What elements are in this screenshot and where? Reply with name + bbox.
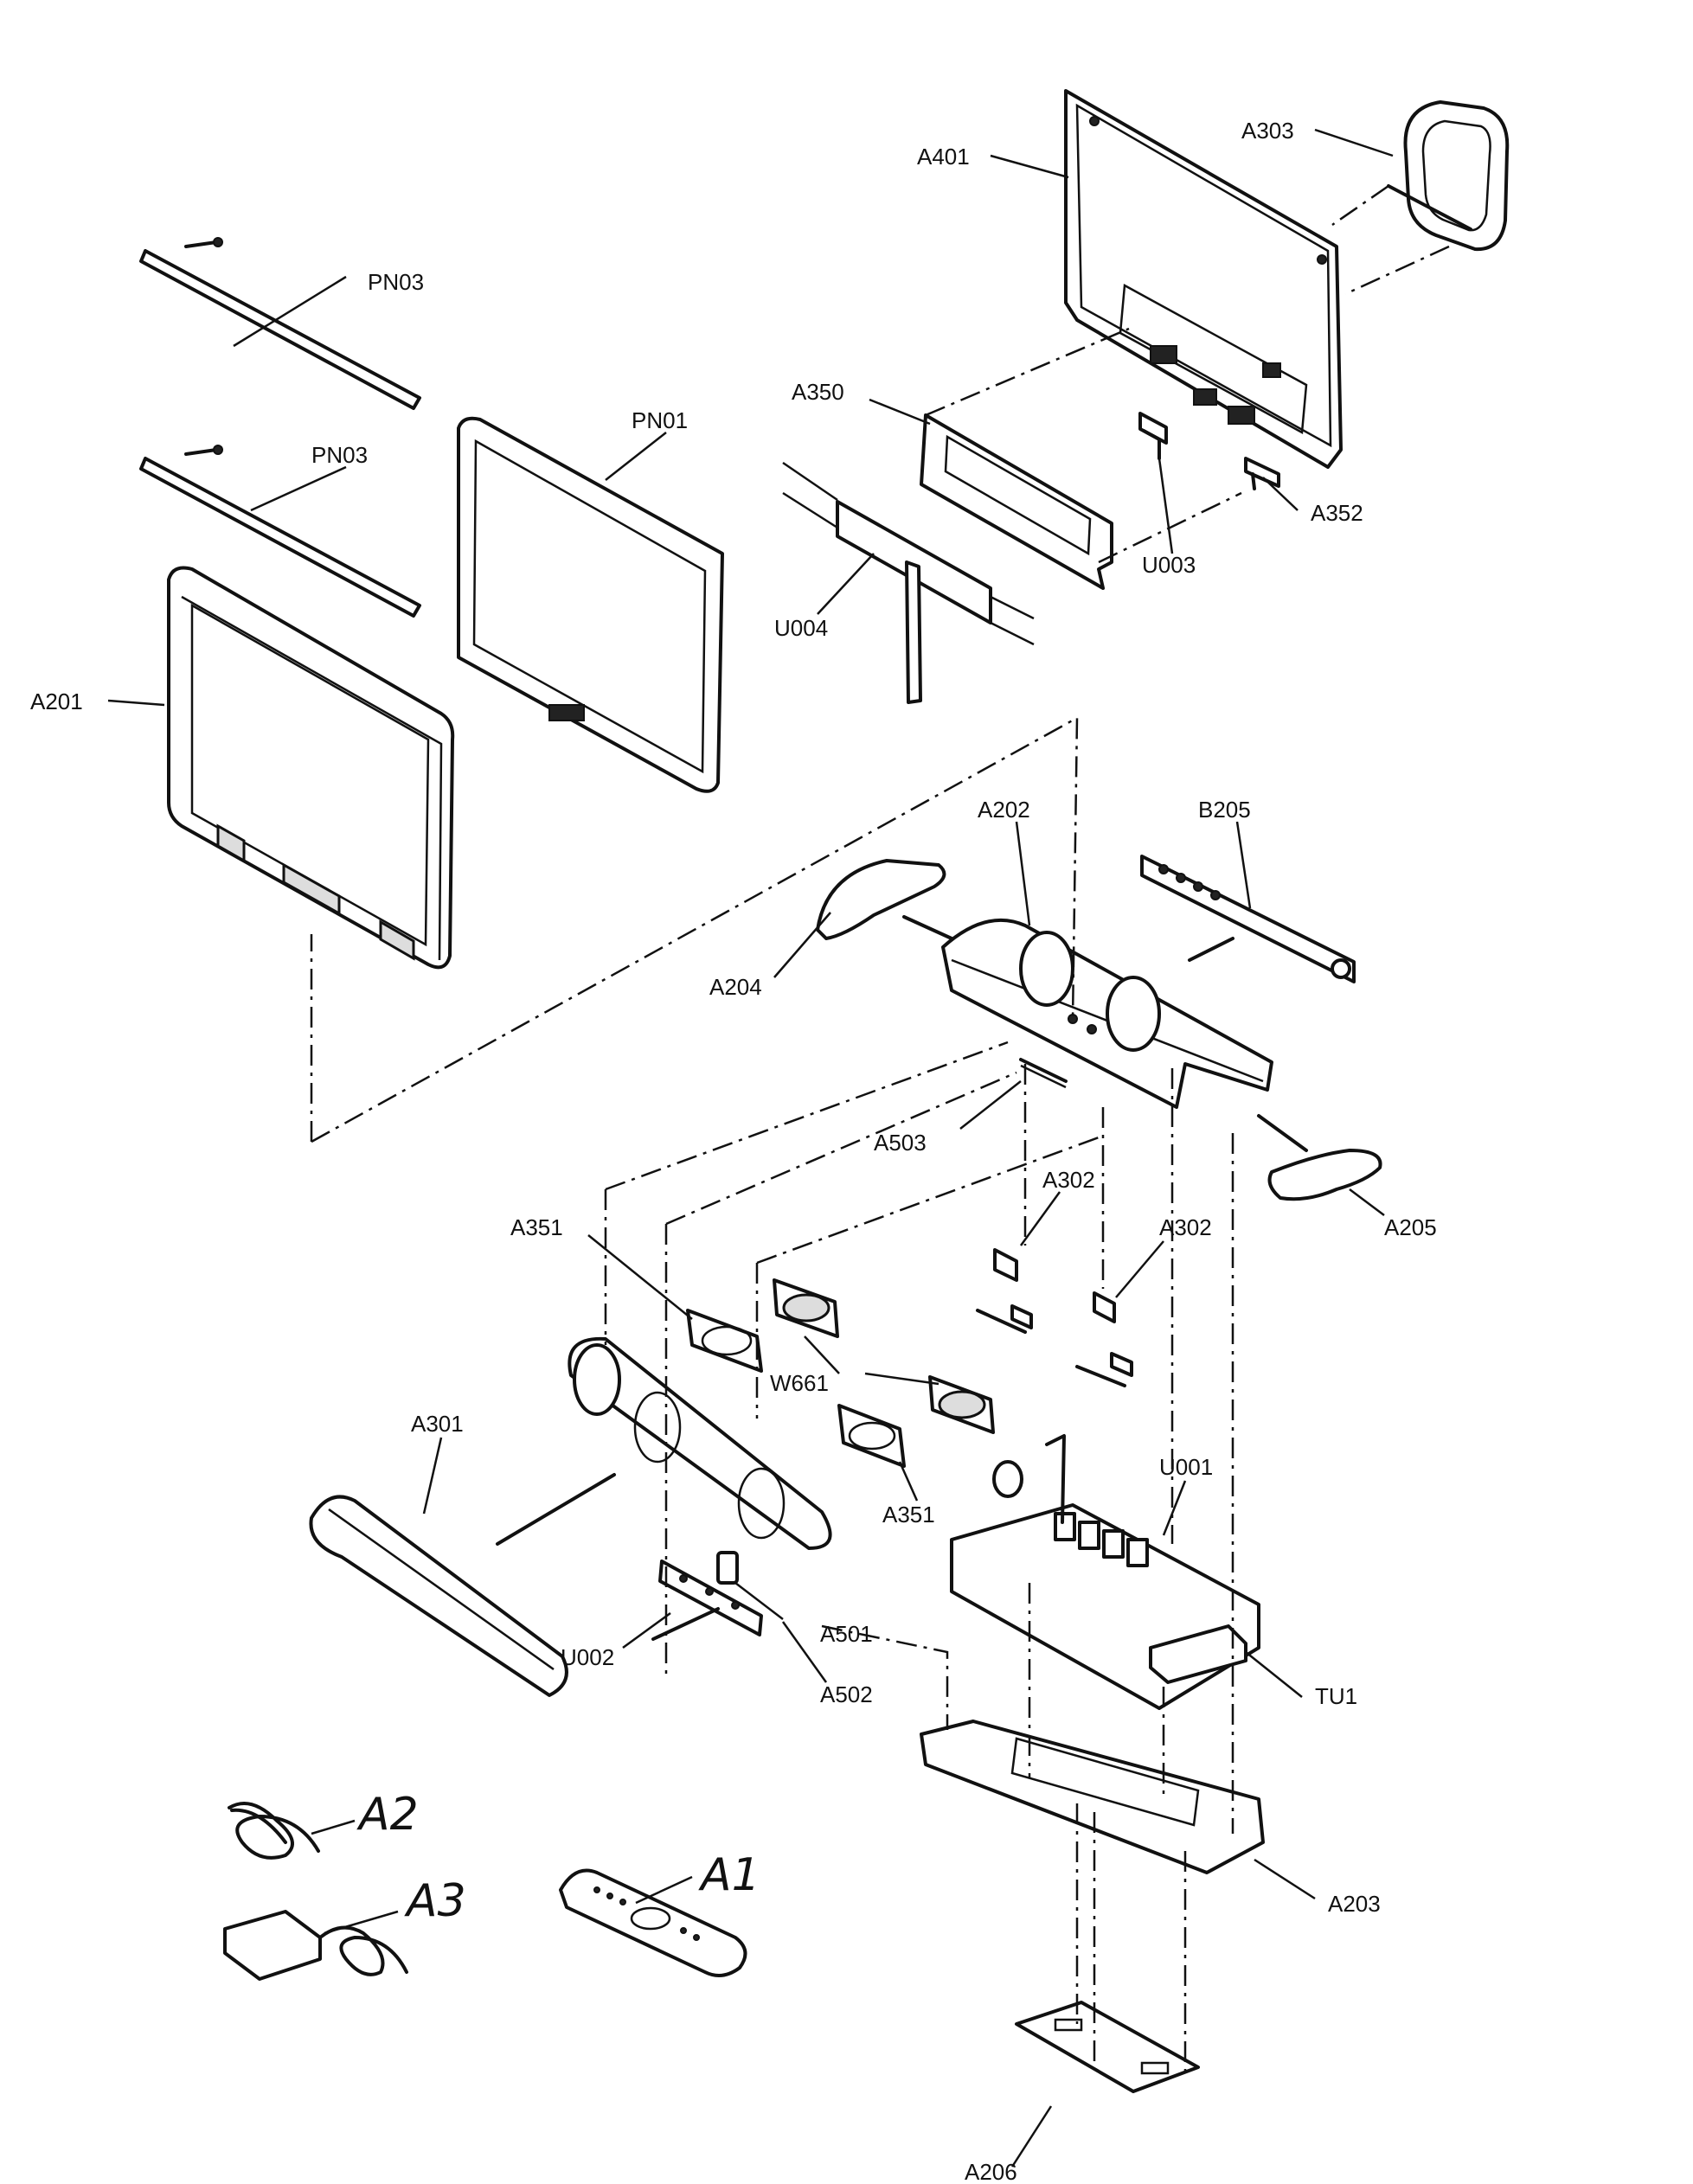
- label-a303: A303: [1241, 118, 1294, 144]
- leader-lines: [107, 128, 1394, 2168]
- label-a401: A401: [917, 144, 970, 170]
- label-u002: U002: [561, 1644, 614, 1670]
- part-a351-speaker-bracket-bottom: [837, 1404, 906, 1468]
- part-w661-speaker-bottom: [928, 1375, 995, 1434]
- label-a351-bottom: A351: [882, 1502, 935, 1528]
- part-a350-bracket: [920, 413, 1113, 590]
- part-b205-strip: [1140, 855, 1356, 983]
- part-w661-speaker-top: [773, 1278, 839, 1338]
- part-a302-clip-a: [976, 1248, 1033, 1334]
- label-u004: U004: [774, 615, 828, 641]
- part-a301-front-grille: [309, 1495, 568, 1697]
- label-a503: A503: [874, 1130, 927, 1156]
- part-u003-connector: [1138, 412, 1168, 460]
- label-pn03-mid: PN03: [311, 442, 368, 468]
- part-a352-bracket: [1244, 457, 1280, 490]
- label-a204: A204: [709, 974, 762, 1000]
- part-labels: A401 A303 PN03 PN03 PN01 A350 A352 U003 …: [30, 118, 1437, 2184]
- part-a203-base-plate: [920, 1720, 1265, 1874]
- part-a205-side-cap: [1267, 1149, 1382, 1201]
- label-a1: A1: [698, 1849, 760, 1901]
- label-a302-b: A302: [1159, 1214, 1212, 1240]
- part-speaker-tube-housing: [568, 1336, 832, 1550]
- label-a201: A201: [30, 689, 83, 714]
- part-a2-power-cable: [228, 1802, 320, 1860]
- part-a3-ac-adapter: [223, 1910, 408, 1981]
- part-a501-knob: [716, 1551, 739, 1585]
- part-a401-rear-cabinet: [1064, 89, 1343, 469]
- part-u002-board: [658, 1560, 763, 1636]
- label-b205: B205: [1198, 797, 1251, 823]
- part-a351-speaker-bracket-top: [686, 1309, 763, 1373]
- label-u003: U003: [1142, 552, 1196, 578]
- label-a2: A2: [356, 1789, 419, 1841]
- part-a502-cable: [651, 1607, 720, 1641]
- label-pn01: PN01: [632, 407, 688, 433]
- label-u001: U001: [1159, 1454, 1213, 1480]
- part-pn03-rail-top: [139, 237, 421, 410]
- part-a204-side-cap: [816, 859, 946, 940]
- part-a1-remote-control: [559, 1868, 747, 1977]
- part-a202-top-housing: [941, 918, 1273, 1109]
- part-u004-board: [782, 461, 1035, 704]
- part-pn01-panel-frame: [457, 416, 724, 793]
- label-a202: A202: [978, 797, 1030, 823]
- label-a350: A350: [792, 379, 844, 405]
- part-pn03-rail-mid: [139, 445, 421, 618]
- alignment-lines: [310, 184, 1450, 2072]
- label-a352: A352: [1311, 500, 1363, 526]
- label-a206: A206: [965, 2159, 1017, 2184]
- label-pn03-top: PN03: [368, 269, 424, 295]
- label-a302-a: A302: [1042, 1167, 1095, 1193]
- part-a206-foot-plate: [1015, 2001, 1200, 2093]
- label-a203: A203: [1328, 1891, 1381, 1917]
- label-a502: A502: [820, 1681, 873, 1707]
- label-a205: A205: [1384, 1214, 1437, 1240]
- label-w661: W661: [770, 1370, 829, 1396]
- label-a3: A3: [404, 1875, 466, 1927]
- part-a302-clip-b: [1075, 1291, 1133, 1387]
- part-a303-stand-grip: [1387, 100, 1510, 252]
- part-tu1-tuner: [1149, 1624, 1247, 1684]
- part-a503-strip: [1019, 1058, 1068, 1089]
- label-a351-top: A351: [510, 1214, 563, 1240]
- label-a301: A301: [411, 1411, 464, 1437]
- label-a501: A501: [820, 1621, 873, 1647]
- part-a201-front-bezel: [167, 566, 455, 970]
- label-tu1: TU1: [1315, 1683, 1357, 1709]
